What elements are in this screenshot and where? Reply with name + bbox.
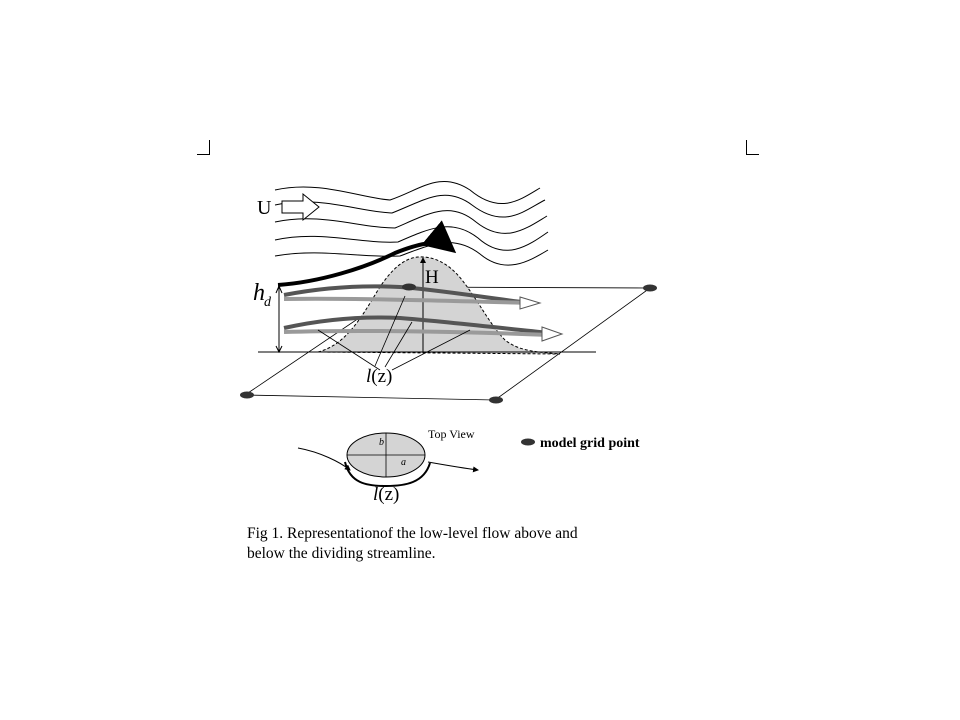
length-label-l: l [366,366,371,387]
dividing-height-sub: d [264,295,272,310]
flow-arrowhead-lower-icon [541,326,564,342]
grid-point-icon [643,284,657,292]
svg-text:l(z): l(z) [366,366,392,387]
streamline-3 [274,210,548,234]
low-flow-upper-dark [283,284,531,305]
top-view-wrap [344,461,431,488]
legend-label: model grid point [540,436,640,451]
arrow-down-icon [275,345,283,354]
top-view-flow-in [297,447,351,471]
top-view-length-l: l [373,484,378,505]
low-flow-lower-dark [283,315,551,335]
flow-label: U [257,197,272,219]
grid-point-icon [240,391,254,399]
svg-text:l(z): l(z) [373,484,399,505]
flow-arrowhead-upper-icon [519,296,542,310]
dividing-streamline [277,220,457,287]
length-label-z: (z) [371,366,392,387]
top-view-length-z: (z) [378,484,399,505]
low-flow-lower-light [283,329,551,337]
low-flow-upper-light [283,296,531,305]
axis-label-b: b [379,437,384,448]
grid-point-icon [402,283,416,291]
upper-streamlines [274,180,549,266]
figure-caption: Fig 1. Representationof the low-level fl… [247,524,677,564]
streamline-2 [274,194,546,218]
top-view-inset: b a Top View l(z) [297,427,479,505]
streamline-1 [274,180,541,205]
crop-mark-left [197,140,210,155]
grid-point-icon [489,396,503,404]
crop-mark-right [746,140,759,155]
flow-direction-arrow-icon [281,192,320,222]
dividing-height-h: h [253,280,265,306]
caption-line-1: Fig 1. Representationof the low-level fl… [247,525,578,542]
height-label: H [425,267,439,288]
low-level-flow [283,284,564,342]
axis-label-a: a [401,457,406,468]
length-leaders [317,295,471,371]
legend: model grid point [521,436,640,451]
top-view-flow-out [427,461,479,473]
legend-grid-point-icon [521,438,535,446]
caption-line-2: below the dividing streamline. [247,545,436,562]
top-view-label: Top View [428,427,475,441]
